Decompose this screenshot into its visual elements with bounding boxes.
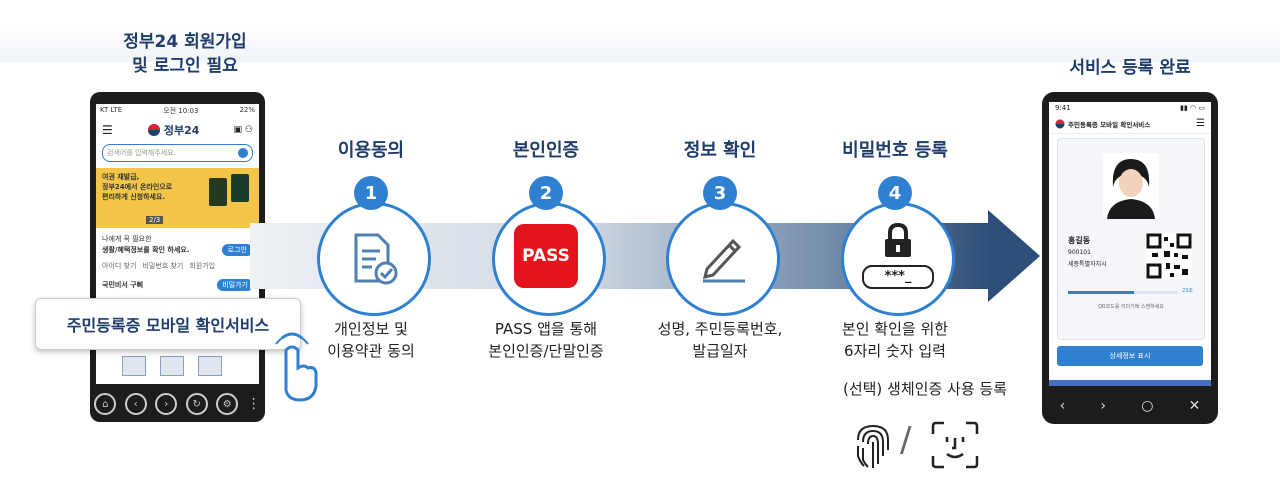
hand-tap-icon bbox=[275, 332, 318, 402]
menu-icon[interactable]: ☰ bbox=[102, 123, 113, 137]
step-1-desc: 개인정보 및 이용약관 동의 bbox=[327, 320, 415, 360]
back-icon[interactable]: ‹ bbox=[124, 393, 147, 415]
more-icon[interactable]: ⋮ bbox=[246, 396, 261, 412]
phone-navbar: ⌂ ‹ › ↻ ⚙ ⋮ bbox=[90, 386, 265, 422]
status-bar-right: 9:41 ▮▮ ◠ ▭ bbox=[1055, 104, 1205, 112]
step-2-circle: PASS bbox=[492, 202, 606, 316]
step-1-title: 이용동의 bbox=[337, 140, 405, 161]
passport-image bbox=[231, 174, 249, 202]
search-icon[interactable] bbox=[238, 148, 248, 158]
step-4-circle: ***_ bbox=[841, 202, 955, 316]
step-3-desc: 성명, 주민등록번호, 발급일자 bbox=[657, 320, 783, 360]
forward-icon[interactable]: › bbox=[155, 393, 178, 415]
app-header: ☰ 정부24 ▣ ⚇ bbox=[96, 118, 259, 142]
menu-icon[interactable]: ☰ bbox=[1196, 118, 1205, 129]
refresh-icon[interactable]: ↻ bbox=[185, 393, 208, 415]
passport-banner[interactable]: 여권 재발급, 정부24에서 온라인으로 편리하게 신청하세요. 2/3 bbox=[96, 168, 259, 228]
gov24-phone: KT LTE 오전 10:03 22% ☰ 정부24 ▣ ⚇ 검색어를 입력해주… bbox=[90, 92, 265, 422]
step-4-desc: 본인 확인을 위한 6자리 숫자 입력 bbox=[841, 320, 949, 360]
signup-link[interactable]: 회원가입 bbox=[189, 262, 216, 270]
step-2-title: 본인인증 bbox=[512, 140, 580, 161]
signal-icon: ▮▮ ◠ ▭ bbox=[1180, 104, 1205, 112]
certificate-icon[interactable] bbox=[198, 356, 222, 376]
service-icons bbox=[122, 356, 222, 376]
search-box[interactable]: 검색어를 입력해주세요. bbox=[102, 144, 253, 162]
step-1-badge: 1 bbox=[354, 176, 388, 210]
detail-info-button[interactable]: 상세정보 표시 bbox=[1057, 346, 1203, 366]
taegeuk-icon bbox=[1055, 119, 1065, 128]
id-card-icon[interactable] bbox=[122, 356, 146, 376]
info-section: 나에게 꼭 필요한 생활/혜택정보를 확인 하세요. 로그인 아이디 찾기 비밀… bbox=[96, 228, 259, 291]
user-icon[interactable]: ▣ ⚇ bbox=[233, 125, 253, 135]
forward-icon[interactable]: › bbox=[1100, 398, 1107, 414]
home-icon[interactable]: ⌂ bbox=[94, 393, 117, 415]
document-icon[interactable] bbox=[160, 356, 184, 376]
home-icon[interactable]: ○ bbox=[1141, 398, 1154, 414]
app-header-right: 주민등록증 모바일 확인서비스 ☰ bbox=[1049, 114, 1211, 134]
gov24-screen: KT LTE 오전 10:03 22% ☰ 정부24 ▣ ⚇ 검색어를 입력해주… bbox=[96, 104, 259, 384]
mobile-id-phone: 9:41 ▮▮ ◠ ▭ 주민등록증 모바일 확인서비스 ☰ 홍길동 900101… bbox=[1042, 92, 1218, 424]
document-check-icon bbox=[354, 233, 398, 285]
right-heading: 서비스 등록 완료 bbox=[1069, 58, 1191, 78]
id-photo bbox=[1103, 153, 1159, 219]
qr-code-icon bbox=[1146, 233, 1192, 279]
step-3-title: 정보 확인 bbox=[683, 140, 757, 161]
mobile-id-screen: 9:41 ▮▮ ◠ ▭ 주민등록증 모바일 확인서비스 ☰ 홍길동 900101… bbox=[1049, 102, 1211, 386]
back-icon[interactable]: ‹ bbox=[1059, 398, 1066, 414]
step-2-badge: 2 bbox=[529, 176, 563, 210]
status-bar: KT LTE 오전 10:03 22% bbox=[100, 106, 255, 115]
notice-button[interactable]: 비밀가기 bbox=[217, 279, 253, 291]
pin-field: ***_ bbox=[862, 265, 934, 289]
bottom-ticker bbox=[1049, 380, 1211, 386]
find-id-link[interactable]: 아이디 찾기 bbox=[102, 262, 137, 270]
left-heading: 정부24 회원가입 및 로그인 필요 bbox=[123, 32, 247, 76]
notice-row: 국민비서 구삐 비밀가기 bbox=[102, 279, 253, 291]
gov24-logo: 정부24 bbox=[147, 122, 199, 138]
flow-arrow-head bbox=[988, 210, 1040, 302]
mobile-id-card: 홍길동 900101 세종특별자치시 23초 QR코드를 리더기에 스캔하세요 bbox=[1057, 138, 1205, 340]
optional-biometric-label: (선택) 생체인증 사용 등록 bbox=[842, 380, 1007, 398]
step-1-circle bbox=[317, 202, 431, 316]
mobile-id-service-pill[interactable]: 주민등록증 모바일 확인서비스 bbox=[35, 298, 301, 350]
account-links: 아이디 찾기 비밀번호 찾기 회원가입 bbox=[102, 261, 253, 271]
top-band bbox=[0, 22, 1280, 62]
step-2-desc: PASS 앱을 통해 본인인증/단말인증 bbox=[488, 320, 604, 360]
biometric-separator: / bbox=[900, 420, 912, 460]
taegeuk-icon bbox=[147, 124, 160, 136]
padlock-icon bbox=[885, 223, 911, 257]
find-password-link[interactable]: 비밀번호 찾기 bbox=[142, 262, 184, 270]
close-icon[interactable]: ✕ bbox=[1188, 398, 1201, 414]
step-4-badge: 4 bbox=[878, 176, 912, 210]
step-4-title: 비밀번호 등록 bbox=[842, 140, 948, 161]
step-3-badge: 3 bbox=[703, 176, 737, 210]
pass-logo: PASS bbox=[514, 224, 578, 288]
timer-bar bbox=[1068, 291, 1178, 294]
fingerprint-icon bbox=[857, 424, 889, 468]
login-button[interactable]: 로그인 bbox=[221, 244, 253, 256]
settings-icon[interactable]: ⚙ bbox=[216, 393, 239, 415]
passport-image-2 bbox=[209, 178, 227, 206]
step-3-circle bbox=[666, 202, 780, 316]
pencil-icon bbox=[702, 238, 745, 283]
face-scan-icon bbox=[931, 421, 979, 469]
phone-navbar-right: ‹ › ○ ✕ bbox=[1042, 392, 1218, 420]
